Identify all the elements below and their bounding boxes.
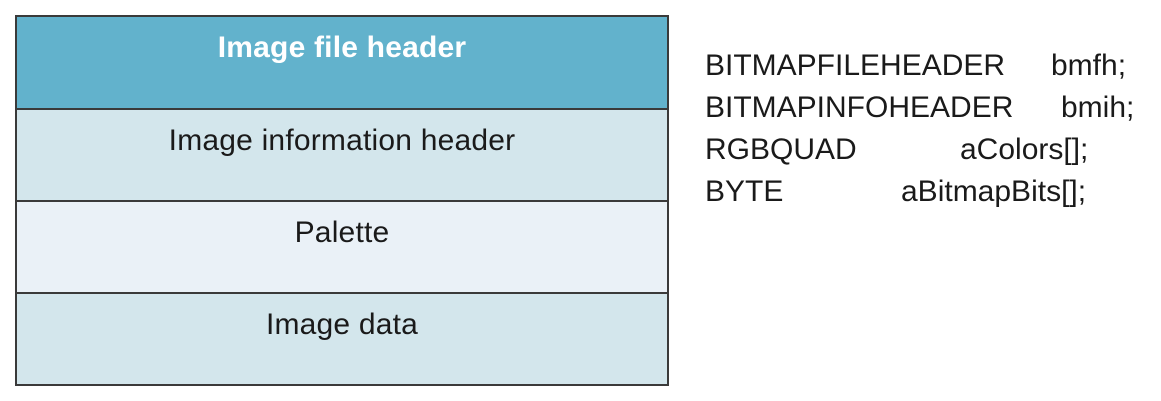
struct-field-name: aColors[]; xyxy=(960,133,1089,166)
image-data-label: Image data xyxy=(265,308,419,341)
struct-field-name: bmfh; xyxy=(1051,49,1127,82)
bitmap-structure-diagram: Image file header Image information head… xyxy=(15,15,669,386)
palette-block: Palette xyxy=(17,200,667,292)
struct-type: RGBQUAD xyxy=(705,133,857,166)
struct-line-info-header: BITMAPINFOHEADER bmih; xyxy=(705,87,1155,129)
struct-type: BITMAPFILEHEADER xyxy=(705,49,1006,82)
struct-field-name: bmih; xyxy=(1061,91,1135,124)
image-information-header-label: Image information header xyxy=(168,124,516,157)
struct-type: BYTE xyxy=(705,175,784,208)
image-file-header-label: Image file header xyxy=(217,31,467,64)
image-information-header-block: Image information header xyxy=(17,108,667,200)
struct-line-bitmap-bits: BYTE aBitmapBits[]; xyxy=(705,171,1155,213)
struct-definition: BITMAPFILEHEADER bmfh; BITMAPINFOHEADER … xyxy=(705,45,1155,213)
struct-type: BITMAPINFOHEADER xyxy=(705,91,1014,124)
image-file-header-block: Image file header xyxy=(17,17,667,108)
struct-field-name: aBitmapBits[]; xyxy=(901,175,1087,208)
palette-label: Palette xyxy=(294,216,390,249)
struct-line-palette: RGBQUAD aColors[]; xyxy=(705,129,1155,171)
image-data-block: Image data xyxy=(17,292,667,384)
struct-line-file-header: BITMAPFILEHEADER bmfh; xyxy=(705,45,1155,87)
